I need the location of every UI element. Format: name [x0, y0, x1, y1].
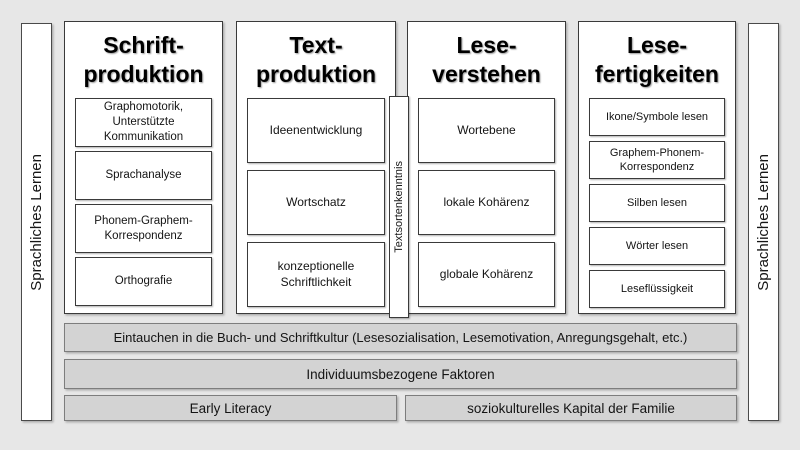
box-silben-lesen: Silben lesen — [589, 184, 725, 222]
box-phonem-graphem-korrespondenz: Phonem-Graphem-Korrespondenz — [75, 204, 212, 253]
box-ikone-symbole-lesen: Ikone/Symbole lesen — [589, 98, 725, 136]
column-lesefertigkeiten-boxes: Ikone/Symbole lesen Graphem-Phonem-Korre… — [589, 98, 725, 308]
box-graphomotorik: Graphomotorik, Unterstützte Kommunikatio… — [75, 98, 212, 147]
textsortenkenntnis-bar: Textsortenkenntnis — [389, 96, 409, 318]
bar-individuumsbezogene-faktoren: Individuumsbezogene Faktoren — [64, 359, 737, 389]
column-textproduktion: Text- produktion Ideenentwicklung Wortsc… — [236, 21, 396, 314]
box-graphem-phonem-korrespondenz: Graphem-Phonem-Korrespondenz — [589, 141, 725, 179]
left-sprachliches-lernen-bar: Sprachliches Lernen — [21, 23, 52, 421]
box-konzeptionelle-schriftlichkeit: konzeptionelle Schriftlichkeit — [247, 242, 385, 307]
bar-buch-und-schriftkultur: Eintauchen in die Buch- und Schriftkultu… — [64, 323, 737, 352]
column-leseverstehen-boxes: Wortebene lokale Kohärenz globale Kohäre… — [418, 98, 555, 307]
column-lesefertigkeiten: Lese- fertigkeiten Ikone/Symbole lesen G… — [578, 21, 736, 314]
box-lesefluessigkeit: Leseflüssigkeit — [589, 270, 725, 308]
textsortenkenntnis-label: Textsortenkenntnis — [393, 161, 405, 253]
column-textproduktion-title: Text- produktion — [255, 32, 377, 87]
box-woerter-lesen: Wörter lesen — [589, 227, 725, 265]
box-wortebene: Wortebene — [418, 98, 555, 163]
column-lesefertigkeiten-title: Lese- fertigkeiten — [595, 32, 719, 87]
right-sprachliches-lernen-bar: Sprachliches Lernen — [748, 23, 779, 421]
box-ideenentwicklung: Ideenentwicklung — [247, 98, 385, 163]
column-schriftproduktion-title: Schrift- produktion — [83, 32, 204, 87]
column-leseverstehen-title: Lese- verstehen — [432, 32, 541, 87]
left-sprachliches-lernen-label: Sprachliches Lernen — [28, 153, 45, 291]
box-wortschatz: Wortschatz — [247, 170, 385, 235]
box-lokale-kohaerenz: lokale Kohärenz — [418, 170, 555, 235]
bar-soziokulturelles-kapital: soziokulturelles Kapital der Familie — [405, 395, 737, 421]
column-leseverstehen: Lese- verstehen Wortebene lokale Kohären… — [407, 21, 566, 314]
box-globale-kohaerenz: globale Kohärenz — [418, 242, 555, 307]
column-textproduktion-boxes: Ideenentwicklung Wortschatz konzeptionel… — [247, 98, 385, 307]
box-sprachanalyse: Sprachanalyse — [75, 151, 212, 200]
bar-early-literacy: Early Literacy — [64, 395, 397, 421]
column-schriftproduktion-boxes: Graphomotorik, Unterstützte Kommunikatio… — [75, 98, 212, 306]
right-sprachliches-lernen-label: Sprachliches Lernen — [755, 153, 772, 291]
box-orthografie: Orthografie — [75, 257, 212, 306]
column-schriftproduktion: Schrift- produktion Graphomotorik, Unter… — [64, 21, 223, 314]
